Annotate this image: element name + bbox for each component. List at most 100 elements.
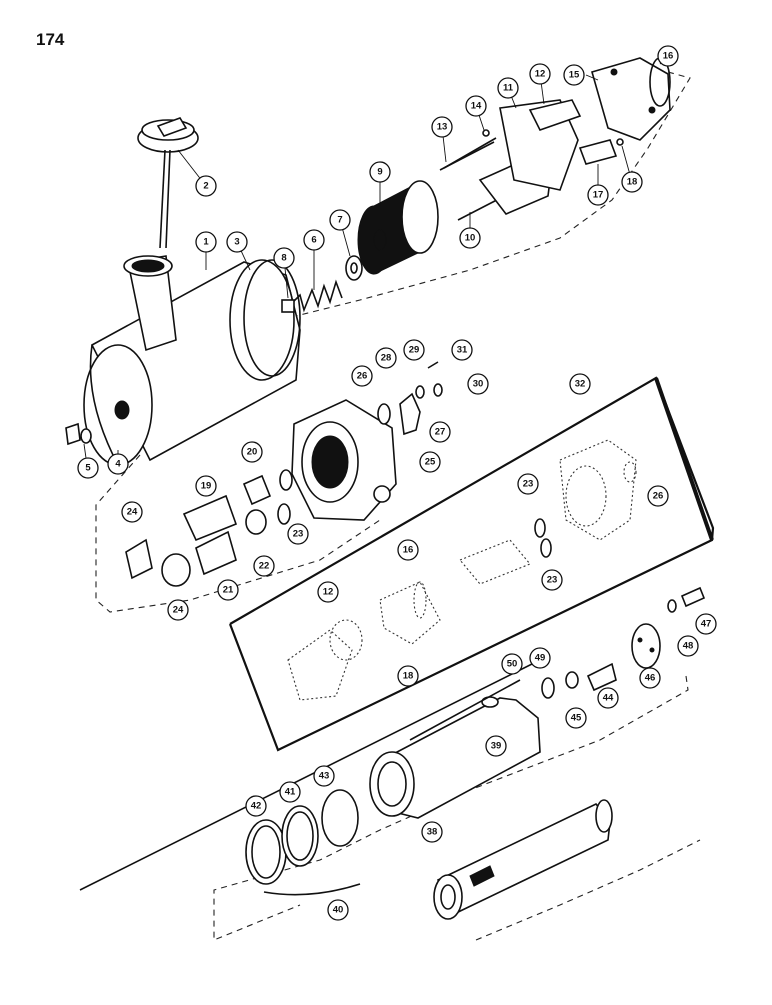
svg-text:10: 10 (465, 233, 476, 244)
svg-text:23: 23 (293, 529, 304, 540)
callout-14: 14 (465, 95, 487, 117)
cylinder-barrel (369, 679, 541, 819)
inset-ghost-parts (287, 439, 637, 701)
plug-and-washer (65, 422, 92, 446)
svg-text:2: 2 (203, 181, 208, 192)
svg-text:24: 24 (173, 605, 184, 616)
page-number: 174 (36, 30, 65, 49)
callout-16: 16 (657, 45, 679, 67)
callout-9: 9 (369, 161, 391, 183)
valve-fitting (578, 138, 624, 165)
callout-1: 1 (195, 231, 217, 253)
gear-group-boundary (95, 454, 381, 613)
svg-text:26: 26 (653, 491, 664, 502)
callout-23b: 23 (517, 473, 539, 495)
callout-26b: 26 (647, 485, 669, 507)
callout-17: 17 (587, 184, 609, 206)
svg-text:39: 39 (491, 741, 502, 752)
svg-text:18: 18 (403, 671, 414, 682)
pump-gears (125, 469, 293, 587)
callout-32: 32 (569, 373, 591, 395)
callout-2: 2 (195, 175, 217, 197)
callout-42: 42 (245, 795, 267, 817)
svg-text:47: 47 (701, 619, 712, 630)
callout-11: 11 (497, 77, 519, 99)
callout-19: 19 (195, 475, 217, 497)
callout-21: 21 (217, 579, 239, 601)
bolt-and-pin (439, 129, 495, 171)
callout-10: 10 (459, 227, 481, 249)
svg-text:44: 44 (603, 693, 614, 704)
callout-50: 50 (501, 653, 523, 675)
svg-text:45: 45 (571, 713, 582, 724)
spring-nut-washer (281, 255, 363, 313)
callout-28: 28 (375, 347, 397, 369)
svg-text:7: 7 (337, 215, 342, 226)
callout-47: 47 (695, 613, 717, 635)
svg-text:6: 6 (311, 235, 316, 246)
pump-housing (443, 99, 582, 221)
callout-6: 6 (303, 229, 325, 251)
callout-46: 46 (639, 667, 661, 689)
callout-23a: 23 (287, 523, 309, 545)
inset-frame-thick-edge (654, 377, 714, 541)
piston-rings (245, 789, 361, 896)
pump-body (291, 399, 397, 521)
callout-12: 12 (529, 63, 551, 85)
svg-text:12: 12 (535, 69, 546, 80)
callout-18b: 18 (397, 665, 419, 687)
svg-text:38: 38 (427, 827, 438, 838)
callout-23c: 23 (541, 569, 563, 591)
callout-39: 39 (485, 735, 507, 757)
callout-13: 13 (431, 116, 453, 138)
callout-25: 25 (419, 451, 441, 473)
svg-text:9: 9 (377, 167, 382, 178)
svg-text:1: 1 (203, 237, 209, 248)
svg-text:17: 17 (593, 190, 604, 201)
svg-text:25: 25 (425, 457, 436, 468)
svg-text:13: 13 (437, 122, 448, 133)
svg-text:5: 5 (85, 463, 91, 474)
callout-15: 15 (563, 64, 585, 86)
callout-8: 8 (273, 247, 295, 269)
svg-text:11: 11 (503, 83, 514, 94)
svg-text:24: 24 (127, 507, 138, 518)
callout-24a: 24 (121, 501, 143, 523)
callout-22: 22 (253, 555, 275, 577)
svg-text:3: 3 (234, 237, 239, 248)
cap-dipstick (137, 117, 199, 249)
svg-text:32: 32 (575, 379, 586, 390)
svg-text:41: 41 (285, 787, 296, 798)
svg-text:19: 19 (201, 481, 212, 492)
svg-text:22: 22 (259, 561, 270, 572)
callout-5: 5 (77, 457, 99, 479)
callout-29: 29 (403, 339, 425, 361)
callout-30: 30 (467, 373, 489, 395)
callout-40: 40 (327, 899, 349, 921)
callouts: 1 2 3 4 5 6 7 8 9 10 11 12 13 14 15 16 1… (77, 45, 717, 921)
callout-31: 31 (451, 339, 473, 361)
callout-41: 41 (279, 781, 301, 803)
callout-43: 43 (313, 765, 335, 787)
svg-text:23: 23 (547, 575, 558, 586)
svg-text:15: 15 (569, 70, 580, 81)
callout-18: 18 (621, 171, 643, 193)
callout-48: 48 (677, 635, 699, 657)
piston-group-boundary (213, 675, 689, 941)
lower-cylinder-boundary (475, 839, 701, 941)
callout-3: 3 (226, 231, 248, 253)
pump-cover (591, 57, 671, 141)
callout-24b: 24 (167, 599, 189, 621)
svg-text:12: 12 (323, 587, 334, 598)
svg-text:30: 30 (473, 379, 484, 390)
air-cleaner-body (83, 255, 301, 466)
callout-20: 20 (241, 441, 263, 463)
callout-49: 49 (529, 647, 551, 669)
svg-text:27: 27 (435, 427, 446, 438)
filter-element (357, 180, 439, 275)
diagonal-separator (79, 659, 541, 891)
svg-text:42: 42 (251, 801, 262, 812)
svg-text:28: 28 (381, 353, 392, 364)
